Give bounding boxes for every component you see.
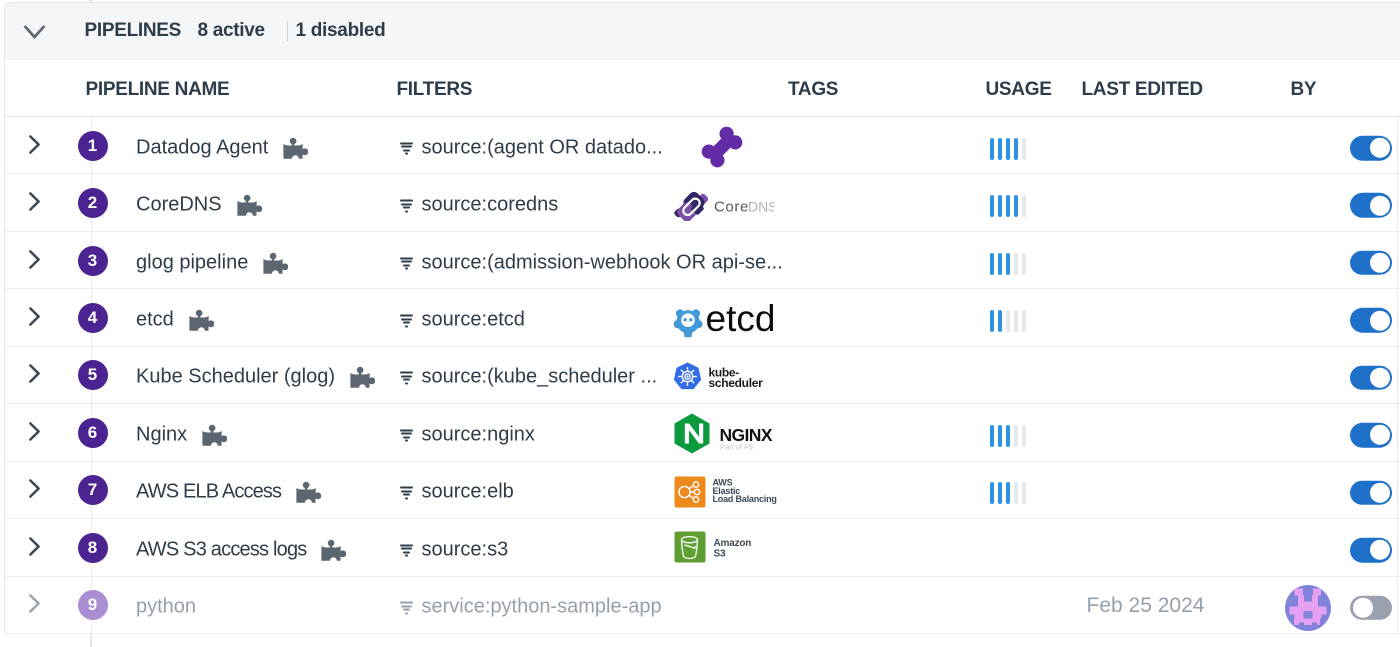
svg-text:Elastic: Elastic <box>712 486 740 496</box>
svg-text:S3: S3 <box>713 549 725 560</box>
svg-text:etcd: etcd <box>705 298 774 339</box>
svg-text:Part of F5: Part of F5 <box>720 443 753 452</box>
svg-text:NGINX: NGINX <box>719 425 772 445</box>
svg-text:Load Balancing: Load Balancing <box>712 494 776 504</box>
svg-text:Amazon: Amazon <box>713 538 751 549</box>
svg-text:scheduler: scheduler <box>708 376 763 390</box>
svg-text:DNS: DNS <box>748 199 774 215</box>
svg-text:AWS: AWS <box>712 477 732 487</box>
svg-text:Core: Core <box>714 199 749 216</box>
svg-text:kube-: kube- <box>708 365 739 379</box>
